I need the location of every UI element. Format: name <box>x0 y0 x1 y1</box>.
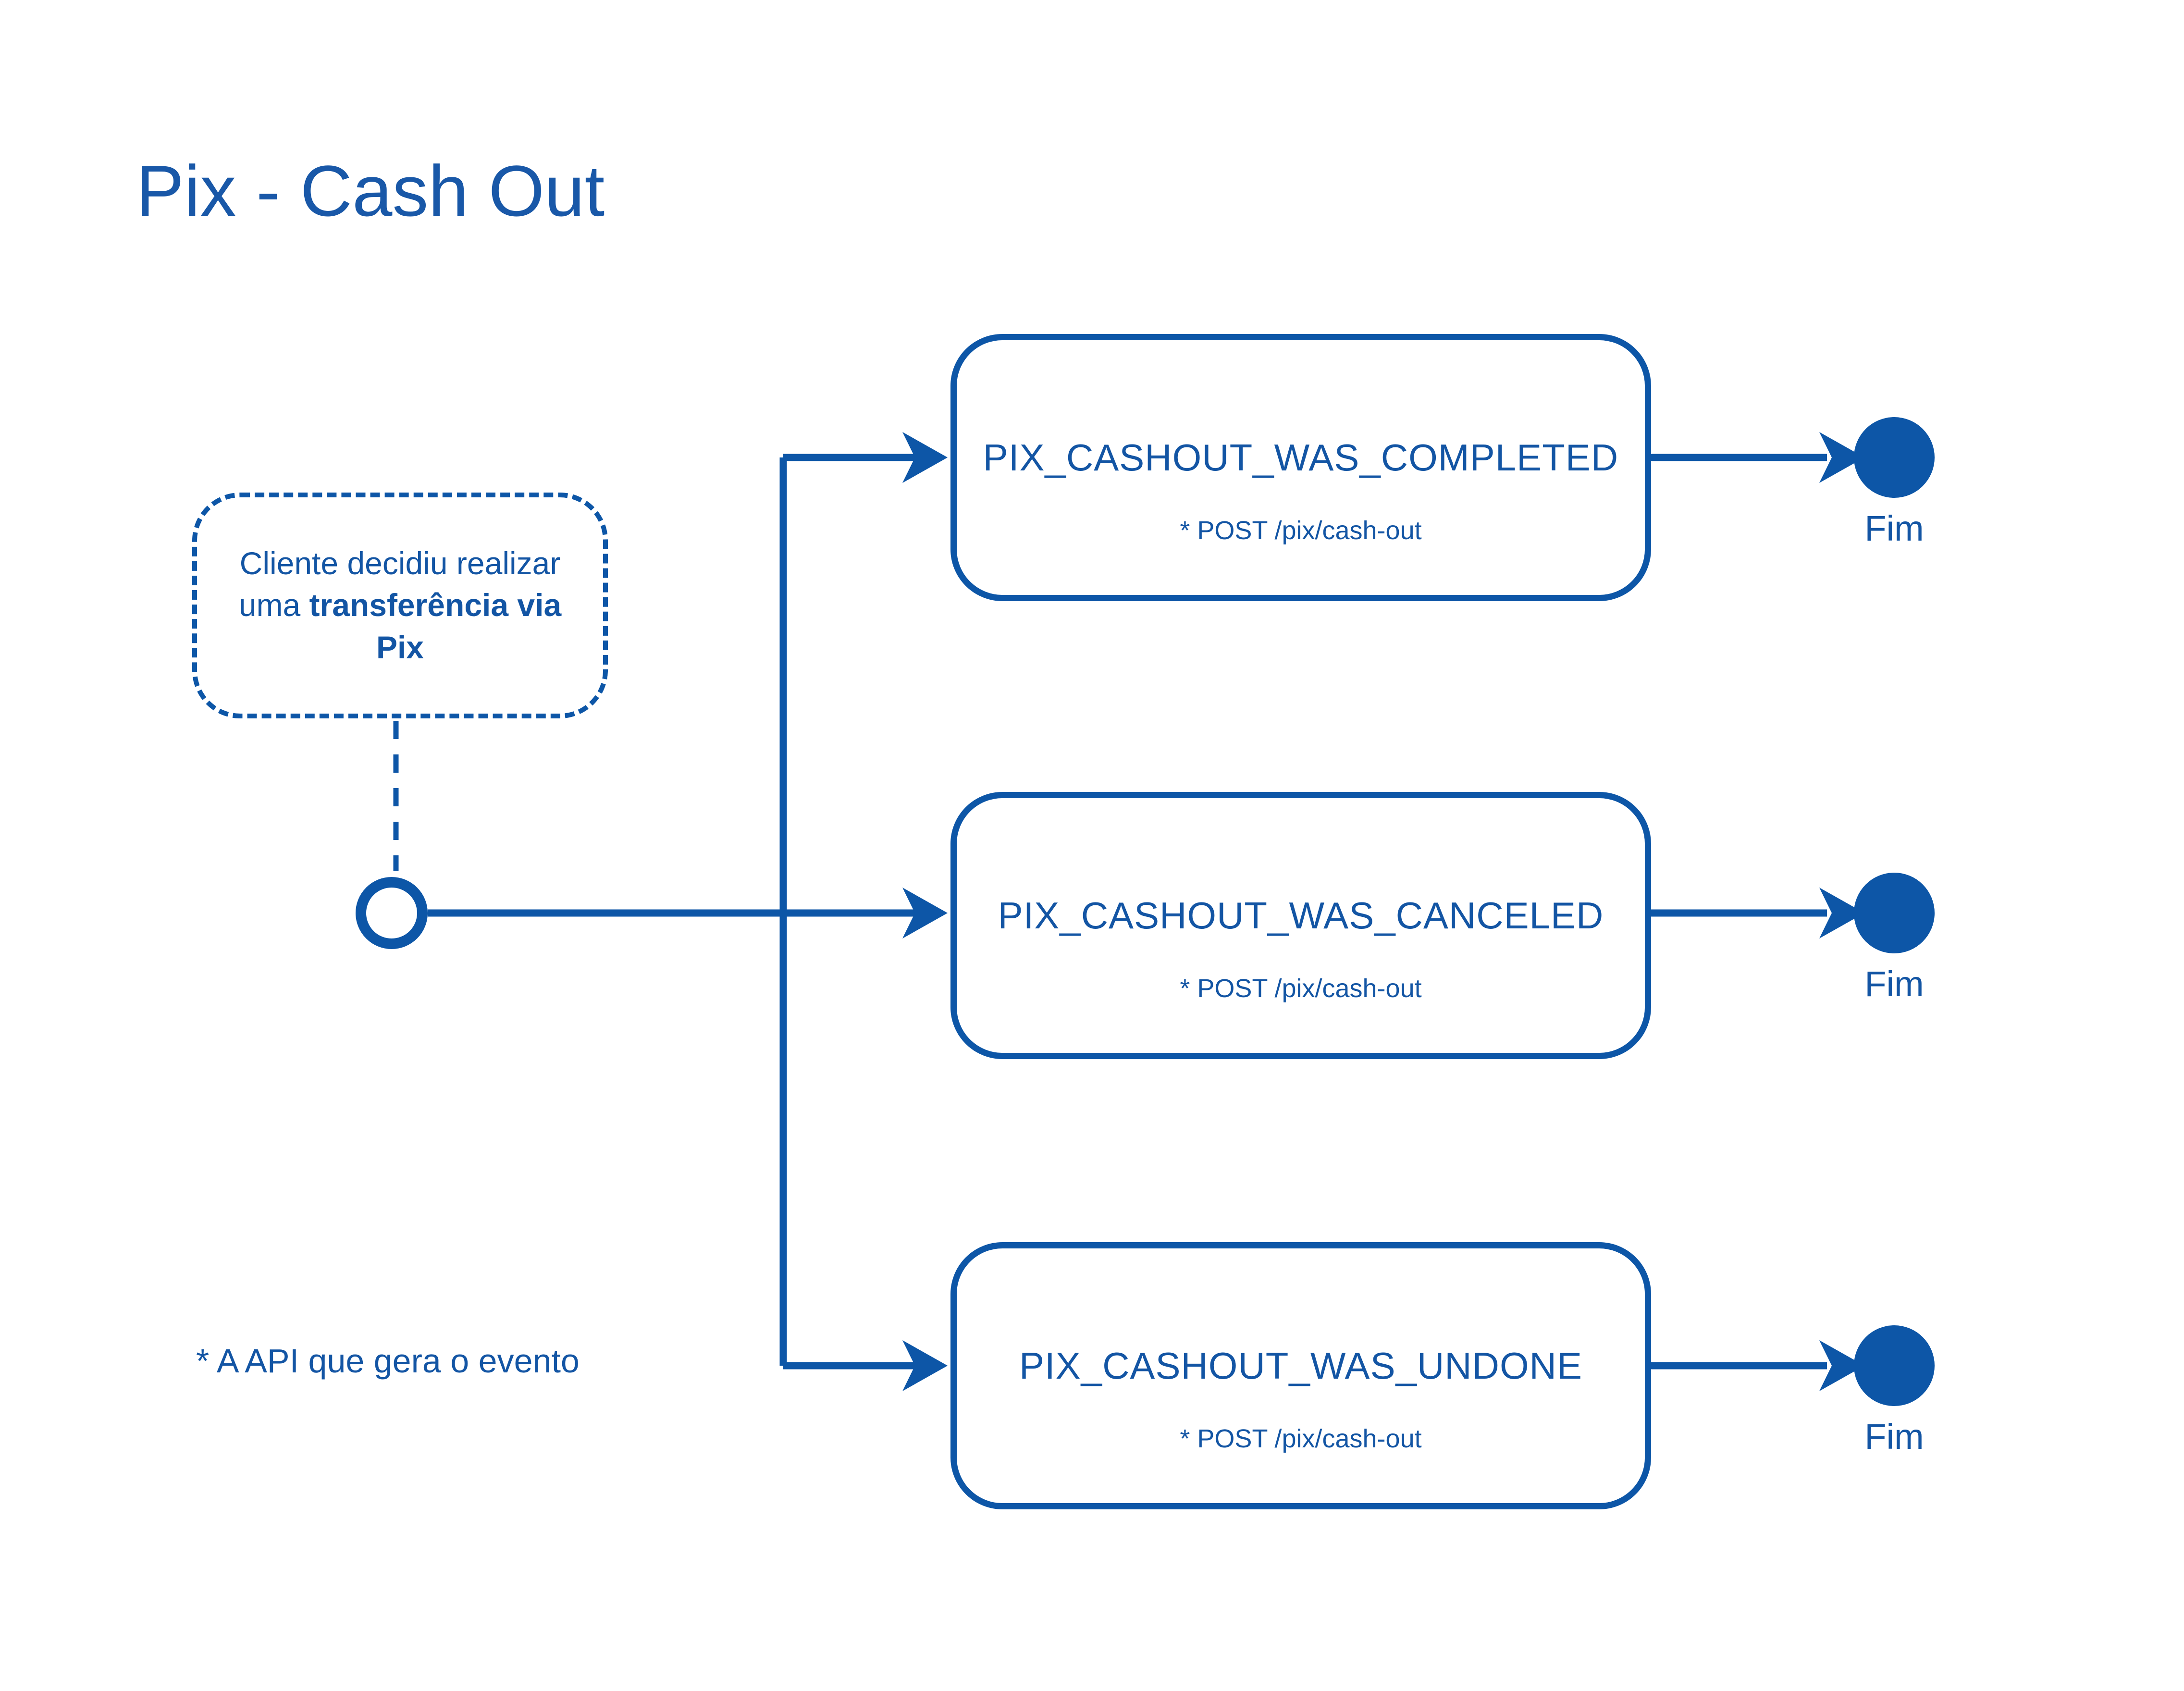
trigger-note-box: Cliente decidiu realizar uma transferênc… <box>192 493 608 718</box>
note-line-3-bold: Pix <box>376 629 424 665</box>
state-name: PIX_CASHOUT_WAS_COMPLETED <box>983 436 1619 479</box>
state-name: PIX_CASHOUT_WAS_UNDONE <box>1019 1345 1582 1387</box>
note-line-2-bold: transferência via <box>309 587 562 623</box>
end-node-icon <box>1854 1325 1935 1406</box>
end-label: Fim <box>1864 508 1924 548</box>
arrowhead-icon <box>1819 888 1864 938</box>
state-box-canceled: PIX_CASHOUT_WAS_CANCELED * POST /pix/cas… <box>950 792 1651 1059</box>
trigger-note-text: Cliente decidiu realizar uma transferênc… <box>239 543 561 668</box>
note-line-1: Cliente decidiu realizar <box>239 545 561 581</box>
state-name: PIX_CASHOUT_WAS_CANCELED <box>998 894 1604 937</box>
end-node-icon <box>1854 417 1935 498</box>
note-line-2-normal: uma <box>238 587 309 623</box>
arrowhead-icon <box>1819 1340 1864 1391</box>
state-api-note: * POST /pix/cash-out <box>1180 516 1422 545</box>
page-title: Pix - Cash Out <box>136 150 605 231</box>
state-api-note: * POST /pix/cash-out <box>1180 1424 1422 1453</box>
start-node-icon <box>356 877 428 949</box>
end-label: Fim <box>1864 1417 1924 1456</box>
state-box-completed: PIX_CASHOUT_WAS_COMPLETED * POST /pix/ca… <box>950 334 1651 601</box>
arrowhead-icon <box>902 432 948 483</box>
arrowhead-icon <box>1819 432 1864 483</box>
state-box-undone: PIX_CASHOUT_WAS_UNDONE * POST /pix/cash-… <box>950 1242 1651 1509</box>
api-footnote: * A API que gera o evento <box>196 1342 580 1380</box>
arrowhead-icon <box>902 888 948 938</box>
end-node-icon <box>1854 873 1935 953</box>
arrowhead-icon <box>902 1340 948 1391</box>
end-label: Fim <box>1864 964 1924 1004</box>
state-api-note: * POST /pix/cash-out <box>1180 974 1422 1003</box>
